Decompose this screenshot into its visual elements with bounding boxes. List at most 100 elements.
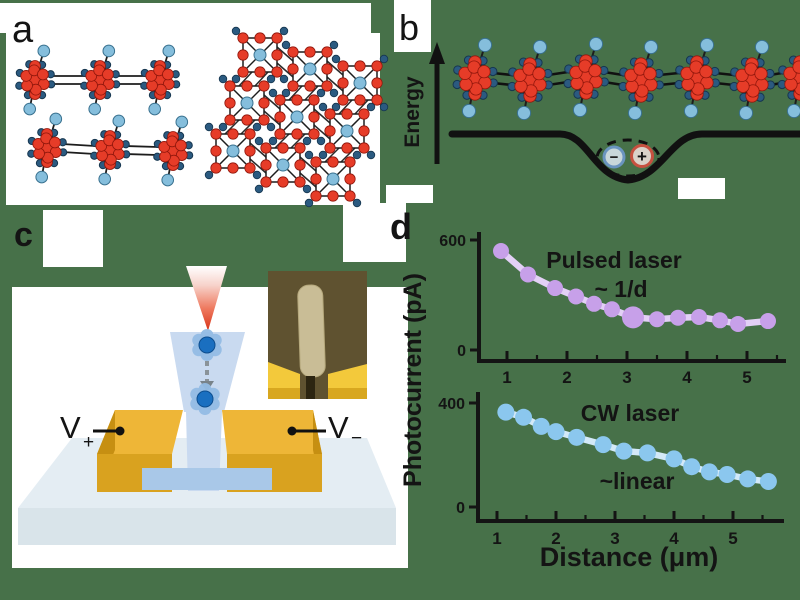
atom-light-blue (49, 112, 63, 126)
data-point (520, 266, 536, 283)
atom-dark-blue (231, 74, 241, 84)
square-cluster (231, 26, 289, 84)
atom-red (102, 68, 114, 81)
atom-light-blue (102, 44, 116, 58)
data-point (547, 423, 565, 441)
electron-circle (602, 145, 626, 169)
atom-dark-blue (352, 198, 362, 208)
bond (249, 142, 267, 158)
y-tick-label: 400 (438, 396, 465, 413)
square-cluster (204, 122, 262, 180)
molecular-cluster (15, 44, 56, 116)
atom-red (569, 65, 583, 79)
atom-red (324, 142, 336, 154)
energy-axis (429, 42, 445, 164)
atom-light-blue (303, 62, 317, 76)
atom-light-blue (477, 37, 493, 53)
square-cluster (304, 150, 362, 208)
atom-light-blue (461, 103, 477, 119)
bond (326, 60, 344, 76)
atom-red (304, 80, 316, 92)
data-point (568, 288, 584, 305)
square-cluster (281, 40, 339, 98)
atom-dark-blue (302, 184, 312, 194)
bond (276, 62, 294, 78)
molecular-cluster (27, 112, 68, 184)
molecular-cluster (140, 44, 181, 116)
molecular-cluster (452, 37, 498, 119)
atom-dark-blue (281, 40, 291, 50)
pulsed-laser-scaling-annotation: ~ 1/d (594, 276, 647, 302)
atom-red (337, 94, 349, 106)
molecular-cluster (618, 39, 664, 121)
x-tick-label: 1 (492, 529, 501, 548)
square-cluster (318, 102, 376, 160)
atom-red (271, 32, 283, 44)
atom-red (224, 114, 236, 126)
atom-red (274, 128, 286, 140)
atom-light-blue (516, 105, 532, 121)
atom-light-blue (532, 39, 548, 55)
atom-red (20, 70, 33, 82)
atom-light-blue (588, 36, 604, 52)
atom-red (736, 79, 750, 93)
bond (263, 94, 281, 110)
atom-red (271, 49, 283, 61)
atom-red (321, 46, 333, 58)
laser-beam-icon (186, 266, 227, 331)
molecular-cluster (507, 39, 553, 121)
data-point (622, 306, 644, 329)
exciton-dashed-outline (595, 138, 661, 178)
atom-red (271, 66, 283, 78)
atom-red (783, 66, 797, 80)
atom-light-blue (627, 105, 643, 121)
panel-a-top-strip (0, 3, 371, 33)
atom-red (294, 176, 306, 188)
data-point (532, 417, 550, 435)
bond (124, 153, 159, 156)
microscope-inset-photo (268, 271, 367, 399)
atom-red (294, 142, 306, 154)
atom-light-blue (162, 44, 176, 58)
atom-red (175, 139, 187, 152)
atom-red (327, 190, 339, 202)
atom-light-blue (23, 102, 37, 116)
data-point (515, 408, 533, 426)
atom-red (354, 94, 366, 106)
atom-red (358, 108, 370, 120)
electron-minus-sign: − (610, 149, 619, 166)
exciton-pair: − + (595, 138, 661, 178)
atom-dark-blue (304, 198, 314, 208)
bond (254, 71, 269, 87)
data-point (700, 463, 718, 481)
atom-light-blue (643, 39, 659, 55)
atom-light-blue (683, 103, 699, 119)
atom-dark-blue (279, 26, 289, 36)
atom-red (308, 94, 320, 106)
x-tick-label: 5 (728, 529, 737, 548)
energy-axis-arrowhead (429, 42, 445, 64)
atom-dark-blue (316, 136, 326, 146)
atom-red (735, 68, 749, 82)
crystal-structure-network-view (204, 26, 389, 208)
square-cluster (254, 136, 312, 194)
atom-dark-blue (266, 74, 276, 84)
nanowire-contact-bar (142, 468, 272, 490)
bond (274, 133, 290, 149)
hole-circle (630, 144, 654, 168)
bond (263, 110, 281, 126)
molecular-cluster (153, 115, 194, 187)
core (198, 336, 216, 354)
bond (340, 147, 356, 163)
atom-red (625, 79, 639, 93)
atom-red (227, 128, 239, 140)
atom-red (274, 111, 286, 123)
atom-dark-blue (204, 122, 214, 132)
bond (61, 143, 96, 147)
atom-dark-blue (281, 88, 291, 98)
atom-red (358, 125, 370, 137)
x-tick-label: 2 (551, 529, 560, 548)
atom-red (112, 138, 124, 151)
